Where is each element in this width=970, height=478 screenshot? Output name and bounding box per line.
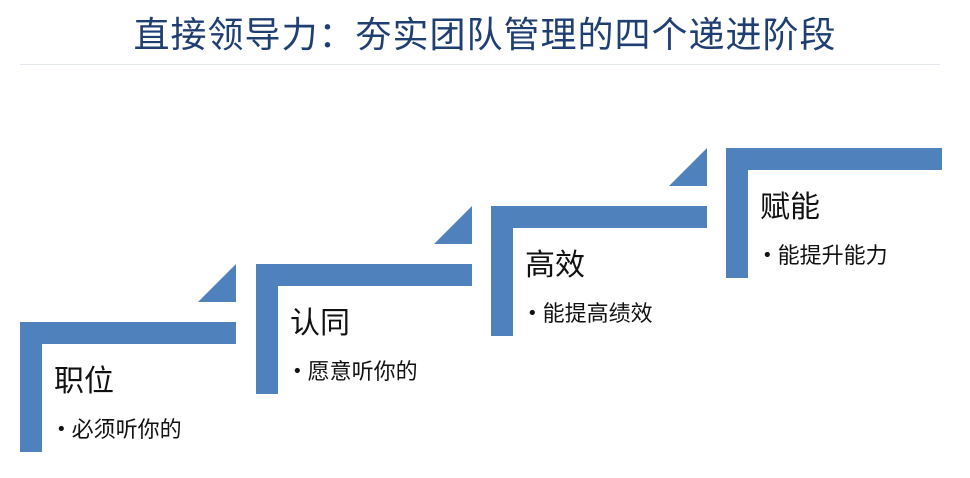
stage-2-arrow-triangle — [434, 206, 472, 244]
stage-2-side-bar — [256, 264, 278, 394]
stage-3-bullet-text: 能提高绩效 — [542, 302, 653, 327]
stage-1-bullet-text: 必须听你的 — [71, 418, 182, 443]
bullet-dot-icon: • — [292, 361, 303, 382]
stage-1-bullet: •必须听你的 — [56, 412, 182, 444]
stage-1-top-bar — [20, 322, 236, 344]
stage-4-top-bar — [726, 148, 942, 170]
stage-2-title: 认同 — [290, 306, 350, 341]
stage-3-arrow-triangle — [669, 148, 707, 186]
page-title: 直接领导力：夯实团队管理的四个递进阶段 — [133, 15, 837, 56]
bullet-dot-icon: • — [56, 419, 67, 440]
stage-3-bullet: •能提高绩效 — [527, 296, 653, 328]
stage-1-side-bar — [20, 322, 42, 452]
stage-3-side-bar — [491, 206, 513, 336]
stage-1-title: 职位 — [54, 364, 114, 399]
stage-4-side-bar — [726, 148, 748, 278]
stage-2-bullet-text: 愿意听你的 — [307, 360, 418, 385]
stage-4-title: 赋能 — [760, 190, 820, 225]
stage-1-arrow-triangle — [198, 264, 236, 302]
stage-2-top-bar — [256, 264, 472, 286]
bullet-dot-icon: • — [527, 303, 538, 324]
bullet-dot-icon: • — [762, 245, 773, 266]
stage-3-top-bar — [491, 206, 707, 228]
stage-4-bullet: •能提升能力 — [762, 238, 888, 270]
stage-2-bullet: •愿意听你的 — [292, 354, 418, 386]
stage-4-bullet-text: 能提升能力 — [777, 244, 888, 269]
title-divider — [20, 64, 940, 65]
stage-3-title: 高效 — [525, 248, 585, 283]
